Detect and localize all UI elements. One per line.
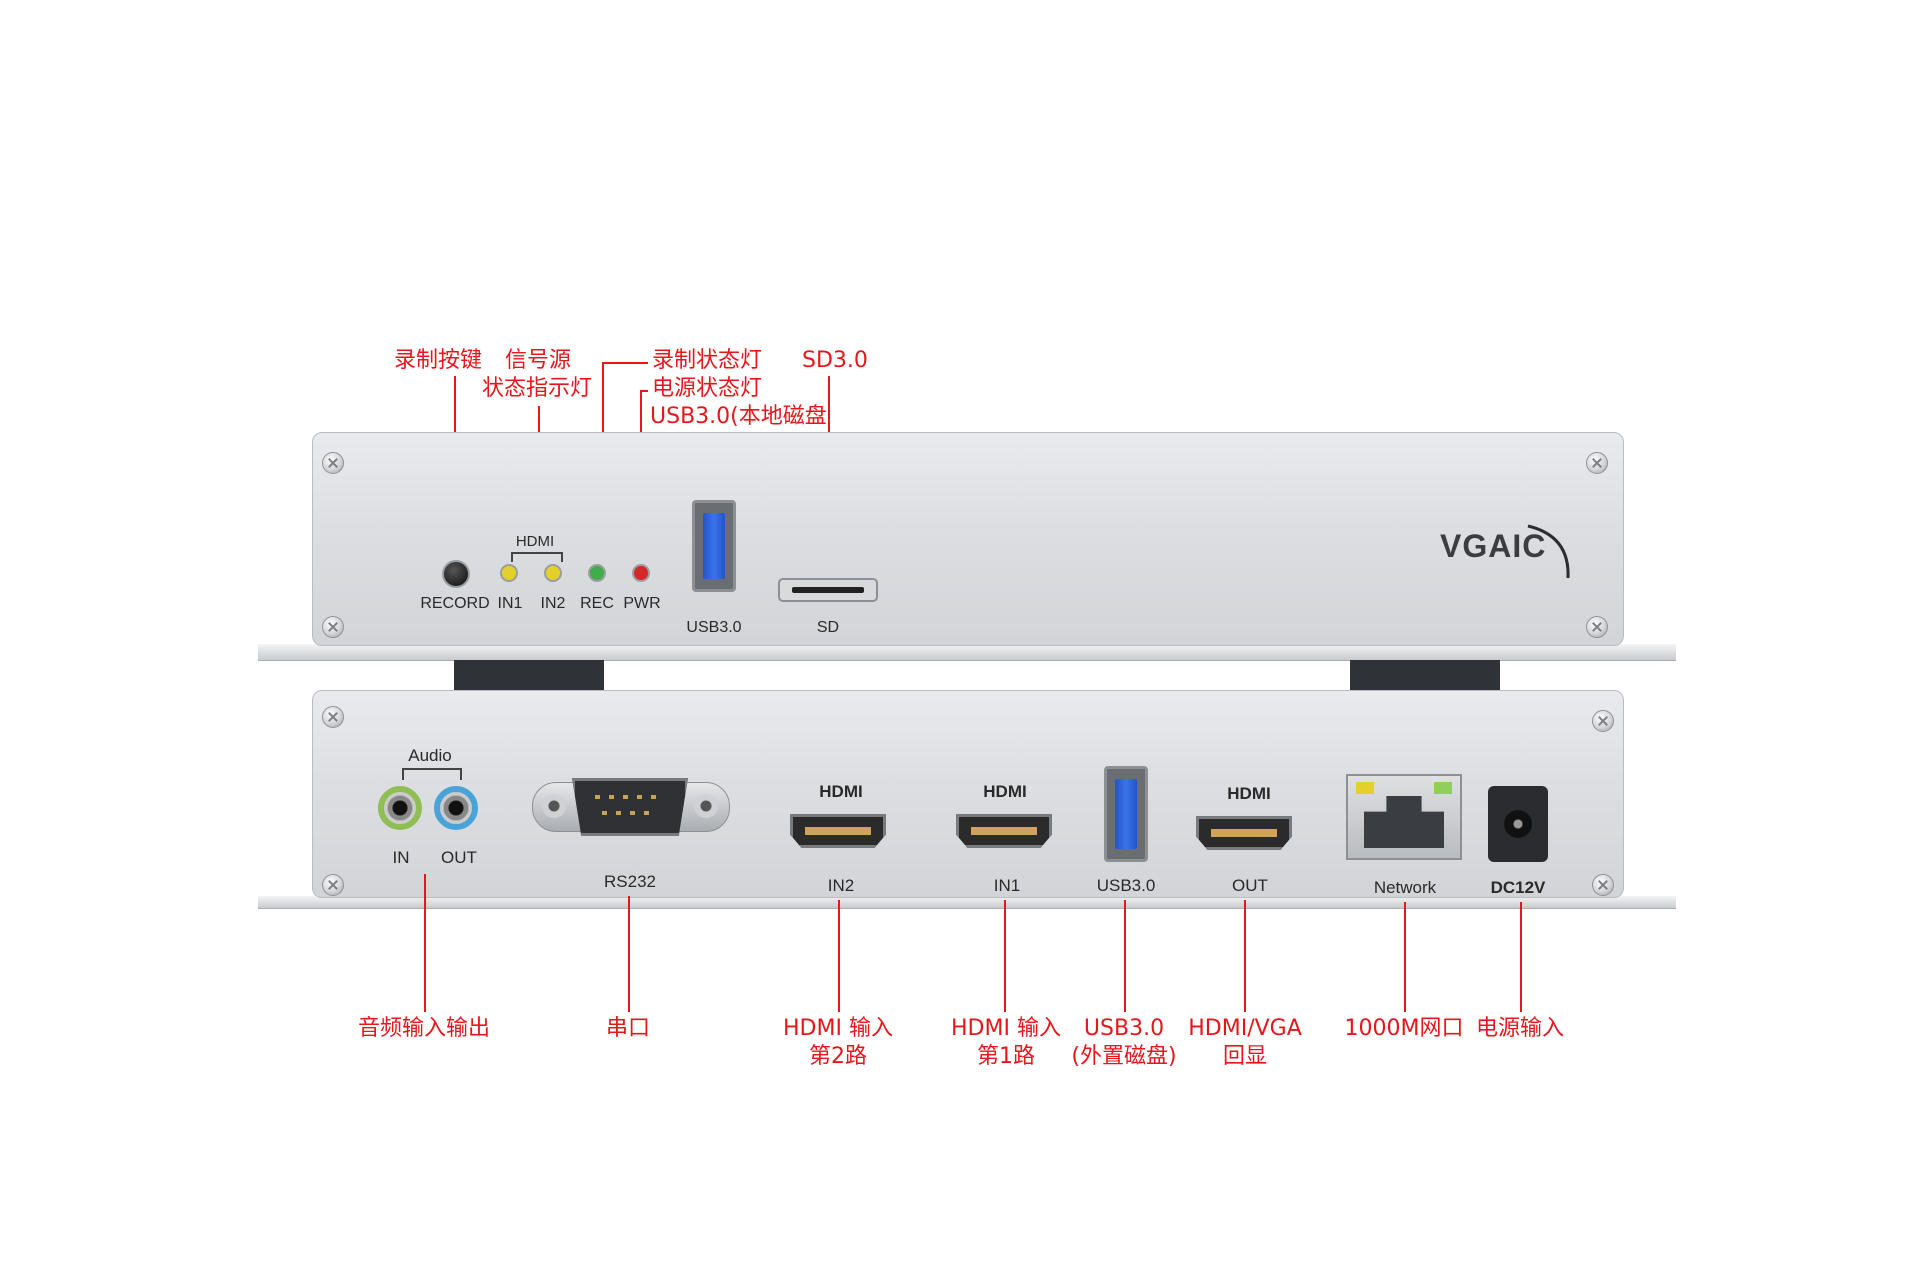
led-in2 (544, 564, 562, 582)
leader-pwr-h (640, 390, 648, 392)
callout-sd: SD3.0 (802, 348, 868, 373)
front-foot-right (1350, 660, 1500, 690)
callout-power-status: 电源状态灯 (652, 376, 763, 401)
rear-hdmi-in1-top-label: HDMI (983, 782, 1027, 801)
front-pwr-label: PWR (623, 595, 661, 612)
rear-usb-label: USB3.0 (1096, 876, 1156, 895)
hdmi-out-port (1196, 816, 1292, 850)
screw-icon (1586, 616, 1608, 638)
callout-signal-status-1: 信号源 (504, 348, 571, 373)
hdmi-in1-port (956, 814, 1052, 848)
brand-logo: VGAIC (1440, 528, 1547, 564)
callout-record-button: 录制按键 (394, 348, 483, 373)
rear-hdmi-out-top-label: HDMI (1227, 784, 1271, 803)
front-hdmi-bracket (511, 552, 563, 562)
front-sd-label: SD (816, 619, 840, 636)
leader-serial (628, 896, 630, 1012)
rear-hdmi-in1-bottom-label: IN1 (993, 876, 1021, 895)
callout-serial: 串口 (605, 1016, 650, 1041)
front-in2-label: IN2 (540, 595, 566, 612)
leader-network (1404, 902, 1406, 1012)
rear-in-label: IN (392, 848, 410, 867)
callout-usb-local: USB3.0(本地磁盘 (650, 404, 827, 429)
callout-hdmi-out-line2: 回显 (1222, 1044, 1267, 1069)
callout-hdmi-in1-line1: HDMI 输入 (951, 1016, 1061, 1041)
hdmi-in2-port (790, 814, 886, 848)
front-usb-label: USB3.0 (686, 619, 742, 636)
dc-jack (1488, 786, 1548, 862)
screw-icon (1586, 452, 1608, 474)
rear-base-plate (258, 896, 1676, 909)
callout-hdmi-in2-line1: HDMI 输入 (783, 1016, 893, 1041)
leader-usb-ext (1124, 900, 1126, 1012)
rear-audio-label: Audio (408, 746, 452, 765)
brand-swoosh-icon (1527, 524, 1570, 579)
rs232-screw-left (542, 794, 566, 818)
rear-dc-label: DC12V (1490, 878, 1546, 897)
front-usb-port (692, 500, 736, 592)
led-in1 (500, 564, 518, 582)
led-rec (588, 564, 606, 582)
front-in1-label: IN1 (497, 595, 523, 612)
leader-rec-h (602, 362, 648, 364)
callout-hdmi-out-line1: HDMI/VGA (1188, 1016, 1302, 1041)
rear-out-label: OUT (441, 848, 477, 867)
callout-usb-ext-line2: (外置磁盘) (1071, 1044, 1177, 1069)
front-record-label: RECORD (420, 595, 490, 612)
screw-icon (1592, 874, 1614, 896)
front-rec-label: REC (580, 595, 614, 612)
callout-rec-status: 录制状态灯 (652, 348, 763, 373)
rs232-port (572, 778, 688, 836)
screw-icon (322, 706, 344, 728)
callout-signal-status-2: 状态指示灯 (482, 376, 593, 401)
rs232-screw-right (694, 794, 718, 818)
front-panel (312, 432, 1624, 646)
rear-network-label: Network (1373, 878, 1437, 897)
audio-out-jack (434, 786, 478, 830)
leader-hdmi-in2 (838, 900, 840, 1012)
record-button[interactable] (442, 560, 470, 588)
callout-hdmi-in1-line2: 第1路 (977, 1044, 1035, 1069)
led-pwr (632, 564, 650, 582)
rear-hdmi-out-bottom-label: OUT (1232, 876, 1268, 895)
leader-power-in (1520, 902, 1522, 1012)
sd-slot (778, 578, 878, 602)
screw-icon (322, 616, 344, 638)
leader-hdmi-in1 (1004, 900, 1006, 1012)
network-port (1346, 774, 1462, 860)
rear-hdmi-in2-top-label: HDMI (819, 782, 863, 801)
rear-usb-port (1104, 766, 1148, 862)
callout-usb-ext-line1: USB3.0 (1083, 1016, 1165, 1041)
callout-network: 1000M网口 (1344, 1016, 1464, 1041)
front-foot-left (454, 660, 604, 690)
callout-hdmi-in2-line2: 第2路 (809, 1044, 867, 1069)
rear-rs232-label: RS232 (604, 872, 656, 891)
front-hdmi-group-label: HDMI (515, 533, 555, 550)
callout-power-in: 电源输入 (1475, 1016, 1564, 1041)
rear-hdmi-in2-bottom-label: IN2 (827, 876, 855, 895)
rear-audio-bracket (402, 768, 462, 780)
leader-audio (424, 874, 426, 1012)
screw-icon (322, 874, 344, 896)
callout-audio: 音频输入输出 (357, 1016, 490, 1041)
audio-in-jack (378, 786, 422, 830)
screw-icon (1592, 710, 1614, 732)
front-base-plate (258, 644, 1676, 661)
screw-icon (322, 452, 344, 474)
leader-hdmi-out (1244, 900, 1246, 1012)
